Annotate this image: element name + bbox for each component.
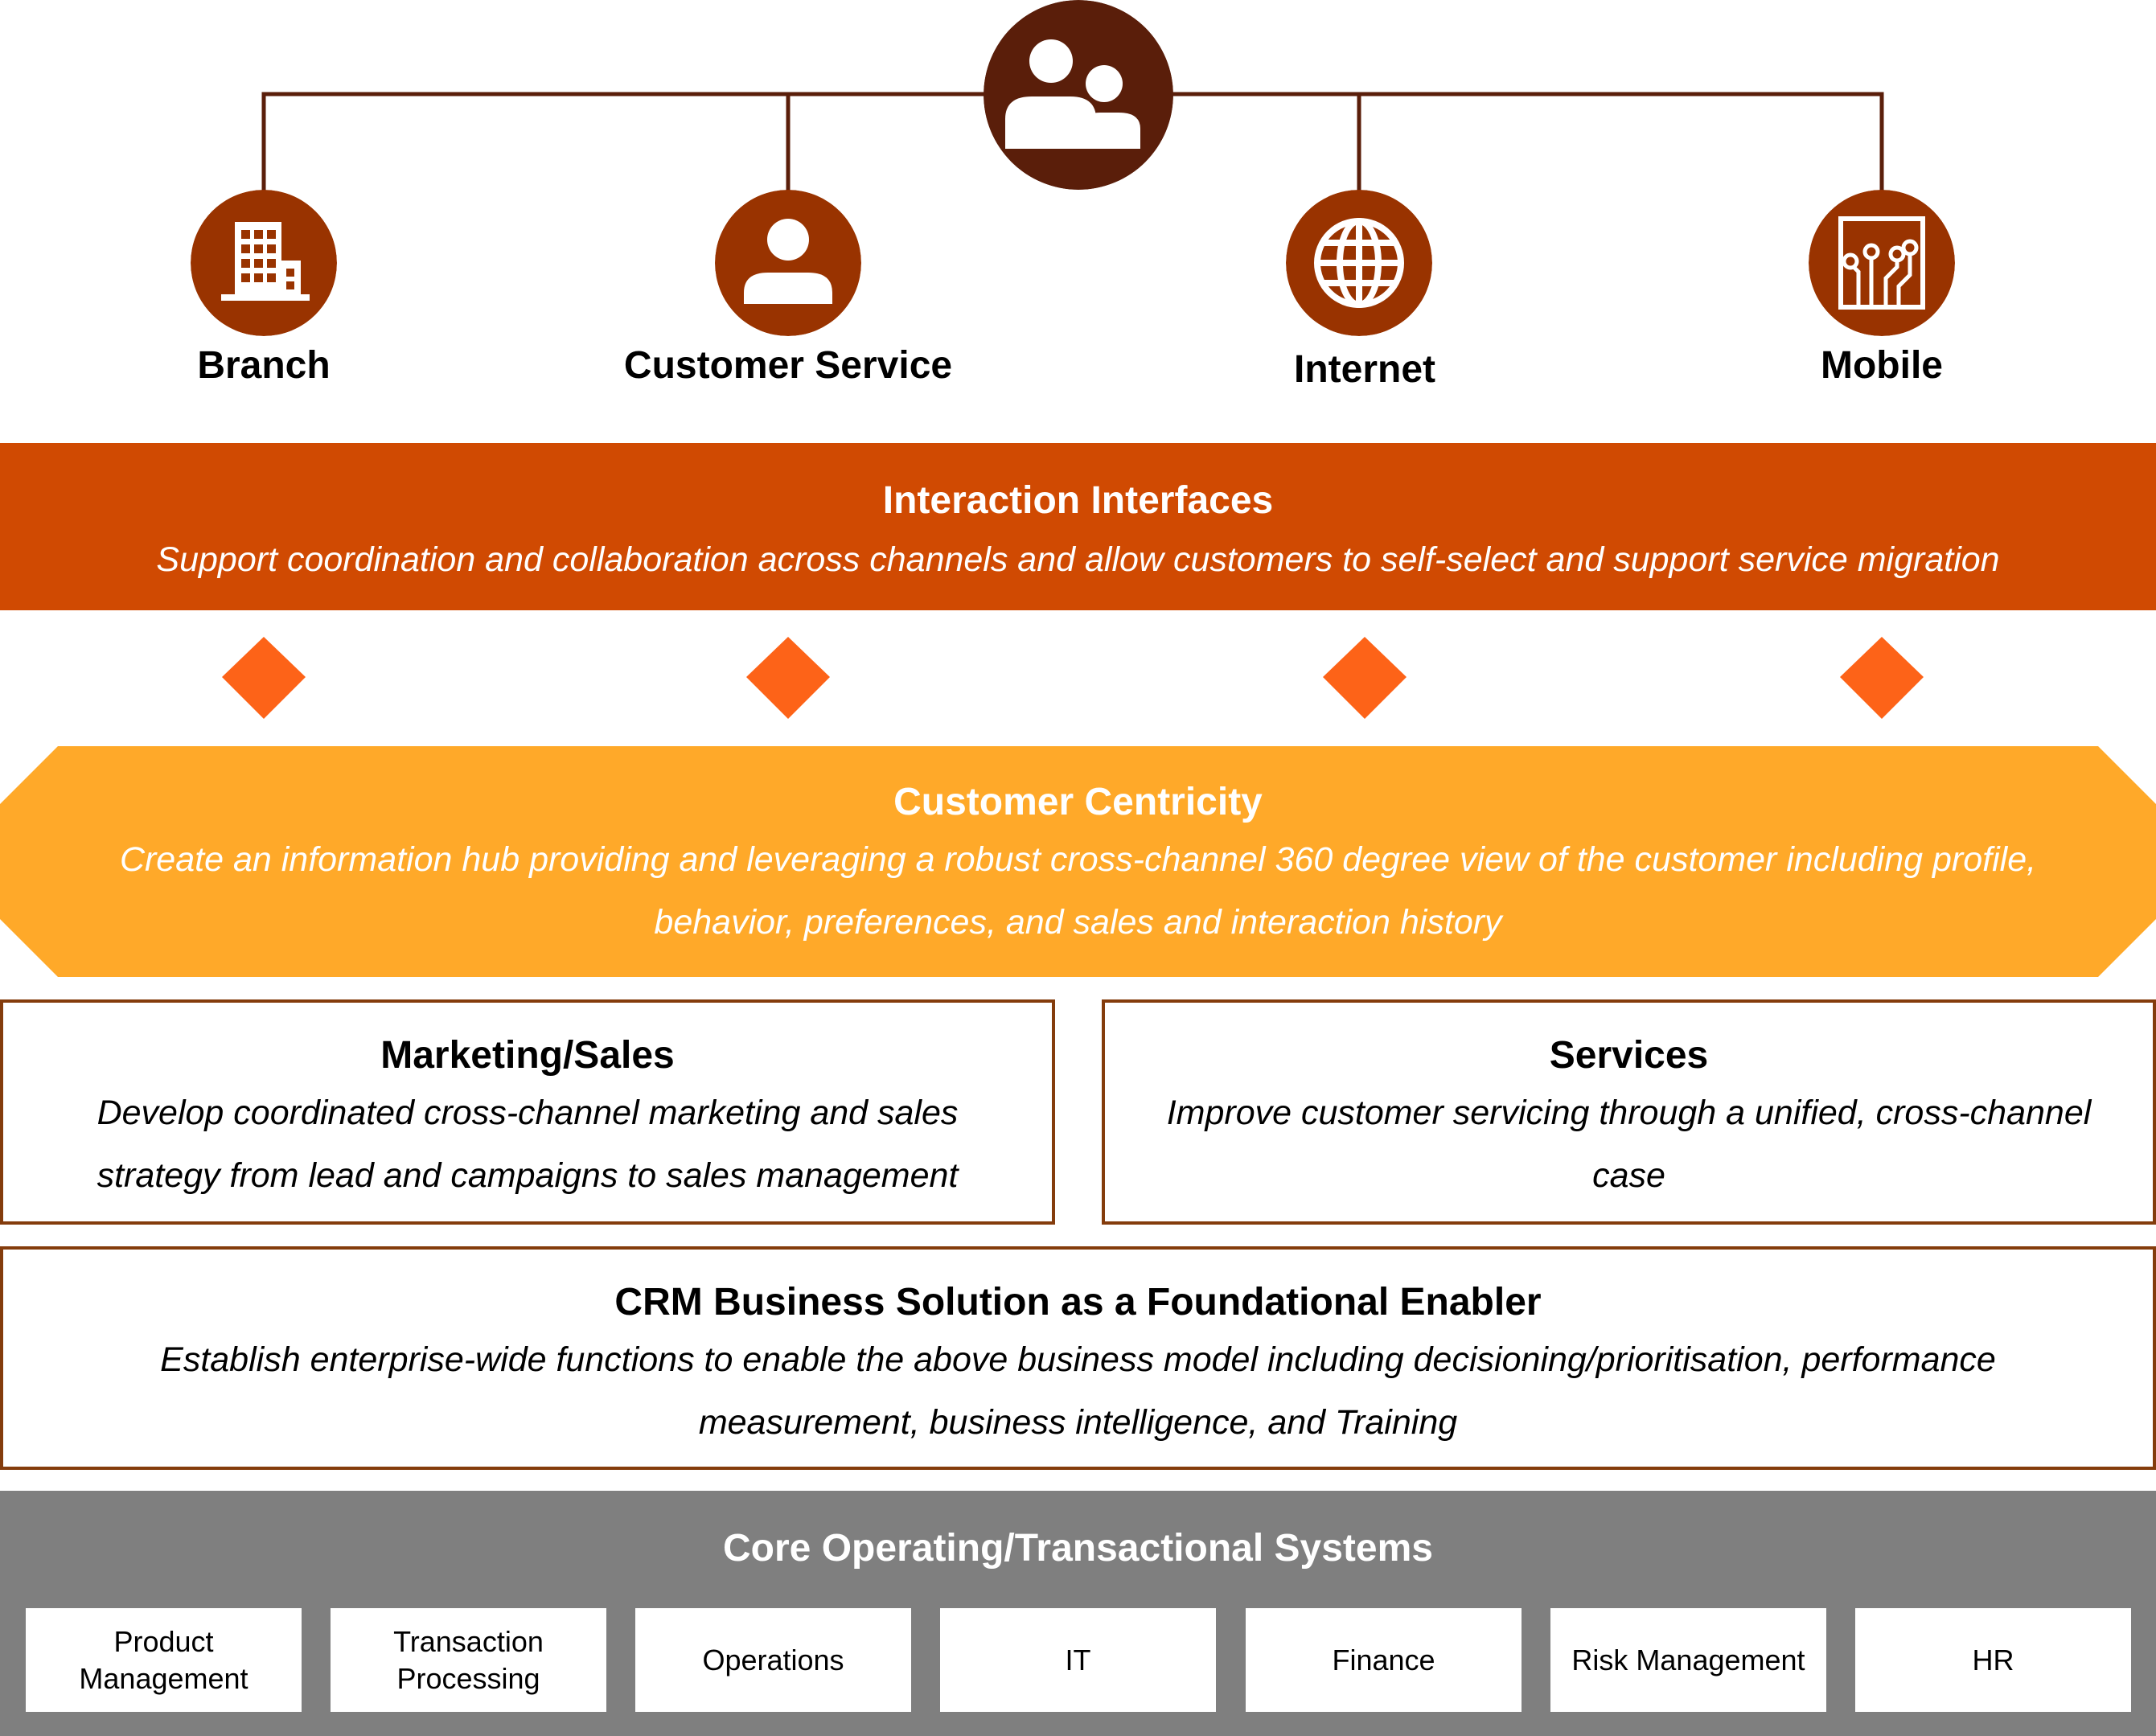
core-item-label: Risk Management bbox=[1571, 1643, 1805, 1676]
interaction-interfaces-band: Interaction Interfaces Support coordinat… bbox=[0, 443, 2156, 610]
marketing-sales-box: Marketing/Sales Develop coordinated cros… bbox=[0, 999, 1055, 1225]
channel-label-customer-service: Customer Service bbox=[623, 344, 953, 387]
core-item-finance: Finance bbox=[1246, 1608, 1522, 1712]
globe-icon bbox=[1286, 190, 1432, 336]
crm-title: CRM Business Solution as a Foundational … bbox=[614, 1281, 1542, 1324]
core-item-label: Management bbox=[79, 1661, 248, 1695]
building-icon bbox=[191, 190, 337, 336]
core-item-label: Processing bbox=[396, 1661, 540, 1695]
services-title: Services bbox=[1549, 1034, 1709, 1077]
core-item-label: HR bbox=[1972, 1643, 2014, 1676]
core-item-operations: Operations bbox=[635, 1608, 911, 1712]
channel-label-branch: Branch bbox=[197, 344, 331, 387]
core-systems-band: Core Operating/Transactional Systems Pro… bbox=[0, 1491, 2156, 1736]
core-item-label: Transaction bbox=[393, 1624, 544, 1658]
centricity-title: Customer Centricity bbox=[893, 781, 1263, 823]
crm-line2: measurement, business intelligence, and … bbox=[698, 1403, 1458, 1442]
services-line2: case bbox=[1592, 1156, 1665, 1195]
customer-centricity-band: Customer Centricity Create an informatio… bbox=[0, 746, 2156, 977]
diamond-customer-service bbox=[746, 637, 830, 719]
marketing-line1: Develop coordinated cross-channel market… bbox=[97, 1094, 959, 1132]
core-item-transaction-processing: Transaction Processing bbox=[331, 1608, 606, 1712]
crm-foundation-box: CRM Business Solution as a Foundational … bbox=[0, 1246, 2156, 1470]
core-item-label: Finance bbox=[1332, 1643, 1435, 1676]
core-item-hr: HR bbox=[1855, 1608, 2131, 1712]
interaction-title: Interaction Interfaces bbox=[882, 479, 1274, 522]
crm-line1: Establish enterprise-wide functions to e… bbox=[160, 1340, 1996, 1379]
customer-centricity-shape bbox=[0, 746, 2156, 977]
core-item-label: Product bbox=[113, 1624, 214, 1658]
diamond-connectors bbox=[222, 637, 1924, 719]
circuit-icon bbox=[1809, 190, 1955, 336]
core-item-label: Operations bbox=[702, 1643, 844, 1676]
core-item-product-management: Product Management bbox=[26, 1608, 302, 1712]
diamond-mobile bbox=[1840, 637, 1924, 719]
centricity-subtitle-line1: Create an information hub providing and … bbox=[119, 840, 2037, 879]
core-item-label: IT bbox=[1065, 1643, 1091, 1676]
person-icon bbox=[715, 190, 861, 336]
core-item-risk-management: Risk Management bbox=[1550, 1608, 1826, 1712]
services-box: Services Improve customer servicing thro… bbox=[1102, 999, 2156, 1225]
core-item-it: IT bbox=[940, 1608, 1216, 1712]
diamond-branch bbox=[222, 637, 306, 719]
channel-label-internet: Internet bbox=[1293, 348, 1435, 391]
channel-label-mobile: Mobile bbox=[1821, 344, 1943, 387]
core-title: Core Operating/Transactional Systems bbox=[723, 1527, 1433, 1570]
marketing-line2: strategy from lead and campaigns to sale… bbox=[97, 1156, 959, 1195]
services-line1: Improve customer servicing through a uni… bbox=[1166, 1094, 2092, 1132]
centricity-subtitle-line2: behavior, preferences, and sales and int… bbox=[654, 903, 1502, 942]
diamond-internet bbox=[1323, 637, 1407, 719]
marketing-title: Marketing/Sales bbox=[380, 1034, 675, 1077]
interaction-subtitle: Support coordination and collaboration a… bbox=[156, 540, 2000, 579]
people-group-icon bbox=[984, 0, 1173, 190]
